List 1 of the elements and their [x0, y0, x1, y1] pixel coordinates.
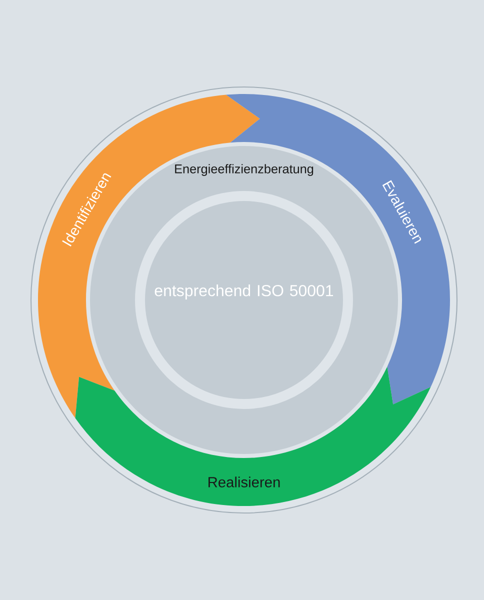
arrow-band: Realisieren — [75, 366, 431, 506]
